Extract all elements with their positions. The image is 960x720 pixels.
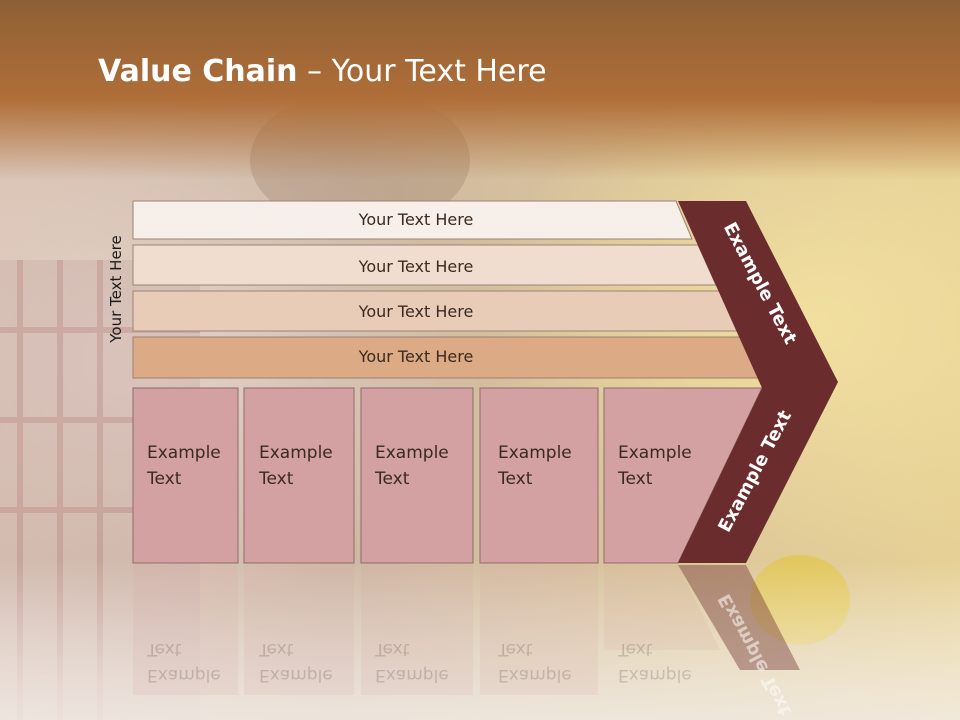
cell-line2: Text: [497, 469, 533, 489]
primary-cell-4: Example Text: [479, 387, 599, 564]
reflection-text: Text: [258, 639, 294, 659]
reflection-text: Text: [497, 639, 533, 659]
cell-line2: Text: [146, 469, 182, 489]
title-bold: Value Chain: [98, 54, 298, 89]
margin-chevron: [678, 201, 838, 563]
support-row-1: Your Text Here: [132, 200, 693, 240]
cell-line1: Example: [375, 443, 449, 463]
primary-cell-1: Example Text: [132, 387, 239, 564]
support-row-3: Your Text Here: [132, 290, 740, 332]
support-row-4: Your Text Here: [132, 336, 765, 379]
slide-title: Value Chain – Your Text Here: [98, 54, 547, 89]
reflection-text: Text: [146, 639, 182, 659]
reflection-text: Example: [375, 665, 449, 685]
cell-line2: Text: [374, 469, 410, 489]
reflection: Text Example Text Example Text Example T…: [133, 565, 800, 719]
support-row-label: Your Text Here: [358, 347, 474, 366]
cell-line2: Text: [617, 469, 653, 489]
cell-line2: Text: [258, 469, 294, 489]
support-row-label: Your Text Here: [358, 257, 474, 276]
support-row-label: Your Text Here: [358, 302, 474, 321]
reflection-text: Example: [147, 665, 221, 685]
reflection-text: Text: [374, 639, 410, 659]
cell-line1: Example: [498, 443, 572, 463]
primary-cell-3: Example Text: [360, 387, 474, 564]
reflection-text: Text: [617, 639, 653, 659]
title-rest: – Your Text Here: [297, 54, 547, 89]
support-row-label: Your Text Here: [358, 210, 474, 229]
support-row-2: Your Text Here: [132, 244, 717, 286]
cell-line1: Example: [618, 443, 692, 463]
reflection-text: Example: [498, 665, 572, 685]
reflection-text: Example: [259, 665, 333, 685]
cell-line1: Example: [147, 443, 221, 463]
reflection-text: Example: [618, 665, 692, 685]
cell-line1: Example: [259, 443, 333, 463]
primary-cell-2: Example Text: [243, 387, 355, 564]
side-label: Your Text Here: [107, 235, 125, 343]
